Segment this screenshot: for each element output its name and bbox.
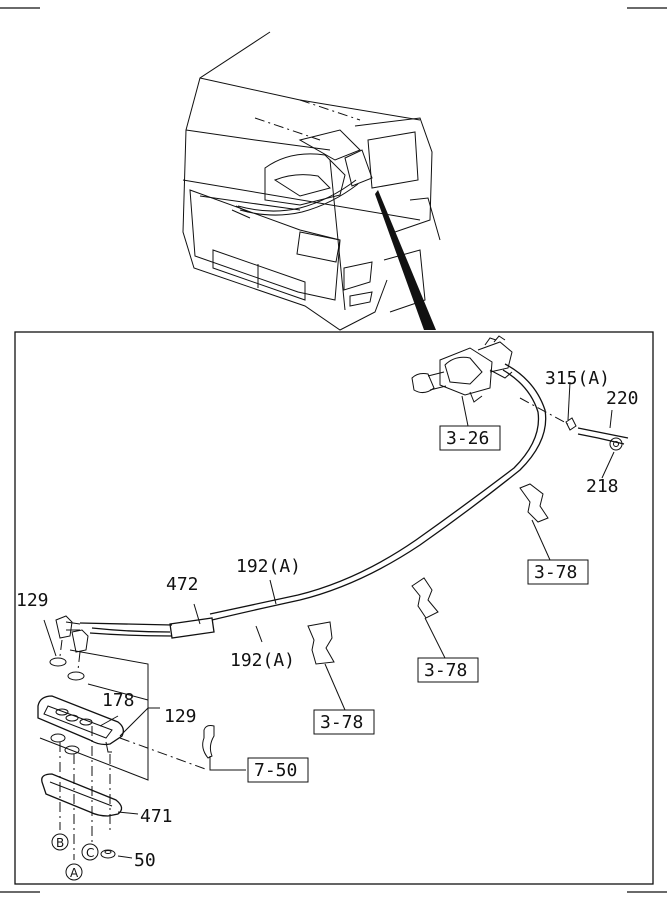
- circled-c-text: C: [86, 846, 94, 860]
- label-472: 472: [166, 574, 199, 595]
- hose-192a: [209, 363, 547, 621]
- clamp-3-78-b: [411, 577, 439, 619]
- clamp-3-78-c: [307, 621, 335, 665]
- label-192a-top: 192(A): [236, 556, 301, 577]
- label-315a: 315(A): [545, 368, 610, 389]
- label-129-left: 129: [16, 590, 49, 611]
- ref-3-78-a-text: 3-78: [534, 562, 577, 583]
- circled-b-text: B: [56, 836, 64, 850]
- ref-7-50-text: 7-50: [254, 760, 297, 781]
- circled-c: C: [81, 843, 99, 861]
- zoom-pointer: [375, 190, 436, 330]
- circled-b: B: [51, 833, 69, 851]
- hose-472: [79, 617, 215, 639]
- leader-3-26: [461, 395, 469, 427]
- truck-illustration: [182, 31, 441, 331]
- label-178: 178: [102, 690, 135, 711]
- gasket-471: [41, 773, 123, 817]
- ref-3-78-c-text: 3-78: [320, 712, 363, 733]
- hose-220: [519, 397, 629, 451]
- ref-box-3-78-c: 3-78: [313, 709, 375, 735]
- leaders: [99, 381, 615, 859]
- fittings-129: [49, 615, 89, 681]
- ref-box-3-78-b: 3-78: [417, 657, 479, 683]
- nut-50: [100, 849, 116, 859]
- label-220: 220: [606, 388, 639, 409]
- elbow-7-50: [119, 725, 246, 771]
- ref-3-78-b-text: 3-78: [424, 660, 467, 681]
- label-129-right: 129: [164, 706, 197, 727]
- crop-marks: [0, 7, 667, 893]
- ref-3-26-text: 3-26: [446, 428, 489, 449]
- circled-a-text: A: [70, 866, 79, 880]
- ref-box-3-78-a: 3-78: [527, 559, 589, 585]
- valve-assembly: [411, 335, 513, 403]
- circled-a: A: [65, 863, 83, 881]
- label-471: 471: [140, 806, 173, 827]
- label-218: 218: [586, 476, 619, 497]
- ref-box-3-26: 3-26: [439, 425, 501, 451]
- clamp-3-78-a: [519, 483, 549, 523]
- detail-frame: [14, 331, 654, 885]
- bracket-lines: [39, 619, 149, 781]
- label-50: 50: [134, 850, 156, 871]
- label-192a-bottom: 192(A): [230, 650, 295, 671]
- ref-box-7-50: 7-50: [247, 757, 309, 783]
- clamp-leaders: [324, 519, 551, 711]
